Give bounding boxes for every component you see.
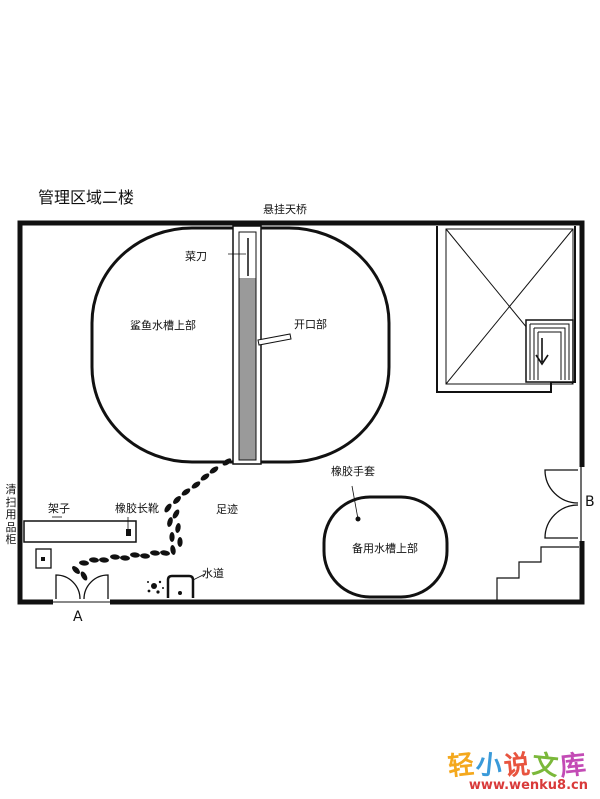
drain-pointer xyxy=(192,573,206,581)
footprint xyxy=(181,488,191,496)
door-a-gap xyxy=(53,596,110,606)
opening-plank xyxy=(257,333,292,346)
cleaning-cabinet-label: 清扫用品柜 xyxy=(5,483,17,546)
footprint xyxy=(164,503,172,513)
door-a-label: A xyxy=(73,609,83,625)
watermark-title: 轻小说文库 xyxy=(446,749,590,783)
cabinet-handle xyxy=(41,557,45,561)
splat-icon xyxy=(147,580,164,594)
footprint xyxy=(222,458,232,466)
bridge-shaded xyxy=(239,278,256,460)
gloves-label: 橡胶手套 xyxy=(331,465,375,478)
boots-icon xyxy=(126,529,131,536)
door-a-left-leaf xyxy=(55,574,81,600)
opening-label: 开口部 xyxy=(294,318,327,331)
footprint xyxy=(79,560,89,566)
footprint xyxy=(160,550,170,556)
footprint xyxy=(170,545,176,555)
boots-label: 橡胶长靴 xyxy=(115,502,159,515)
footprint xyxy=(130,552,140,558)
footprint xyxy=(173,496,181,504)
door-b-upper-leaf xyxy=(544,469,579,504)
watermark-char-5: 库 xyxy=(558,749,590,783)
shark-tank-label: 鲨鱼水槽上部 xyxy=(130,319,196,332)
stepped-wall xyxy=(496,546,579,600)
footprint xyxy=(140,553,150,559)
spare-tank-label: 备用水槽上部 xyxy=(352,542,418,555)
spare-tank xyxy=(322,495,449,599)
footprint xyxy=(99,557,109,563)
footprint xyxy=(167,517,173,527)
door-b-label: B xyxy=(585,494,595,510)
footprint xyxy=(209,466,219,474)
drain-icon xyxy=(166,574,195,598)
void-square xyxy=(445,228,574,385)
shelf xyxy=(23,520,137,543)
knife-label: 菜刀 xyxy=(185,250,207,263)
shelf-label: 架子 xyxy=(48,502,70,515)
watermark-char-1: 轻 xyxy=(446,749,478,783)
outer-wall xyxy=(17,220,585,605)
footprint xyxy=(175,523,181,533)
bridge-inner xyxy=(238,231,257,461)
footprint xyxy=(80,571,88,581)
footprints-label: 足迹 xyxy=(216,503,238,516)
door-a-right-leaf xyxy=(83,574,109,600)
footprint xyxy=(172,509,180,519)
footprint xyxy=(120,555,130,561)
staircase-steps xyxy=(529,323,570,380)
drain-label: 水道 xyxy=(202,567,224,580)
stair-arrow-icon xyxy=(535,338,549,366)
footprints-trail xyxy=(72,458,232,581)
void-diagonal-2 xyxy=(445,228,574,385)
footprint xyxy=(110,554,120,560)
footprint xyxy=(72,566,80,574)
door-b-lower-leaf xyxy=(544,504,579,539)
footprint xyxy=(169,532,175,542)
drain-hole xyxy=(178,591,182,595)
footprint xyxy=(191,481,201,489)
watermark-url: www.wenku8.cn xyxy=(468,777,588,793)
footprint xyxy=(150,550,160,556)
page-title: 管理区域二楼 xyxy=(38,188,135,207)
door-b-gap xyxy=(576,467,588,541)
footprint xyxy=(177,537,183,547)
footprint xyxy=(200,473,210,481)
watermark-char-3: 说 xyxy=(502,749,534,783)
gloves-pointer xyxy=(351,485,359,520)
watermark-char-2: 小 xyxy=(474,749,506,783)
watermark-char-4: 文 xyxy=(530,749,562,783)
staircase-box xyxy=(525,319,574,383)
stair-block-outline xyxy=(436,226,576,393)
bridge-label: 悬挂天桥 xyxy=(263,203,307,216)
watermark: 轻小说文库 www.wenku8.cn xyxy=(446,749,590,793)
footprint xyxy=(89,557,99,563)
